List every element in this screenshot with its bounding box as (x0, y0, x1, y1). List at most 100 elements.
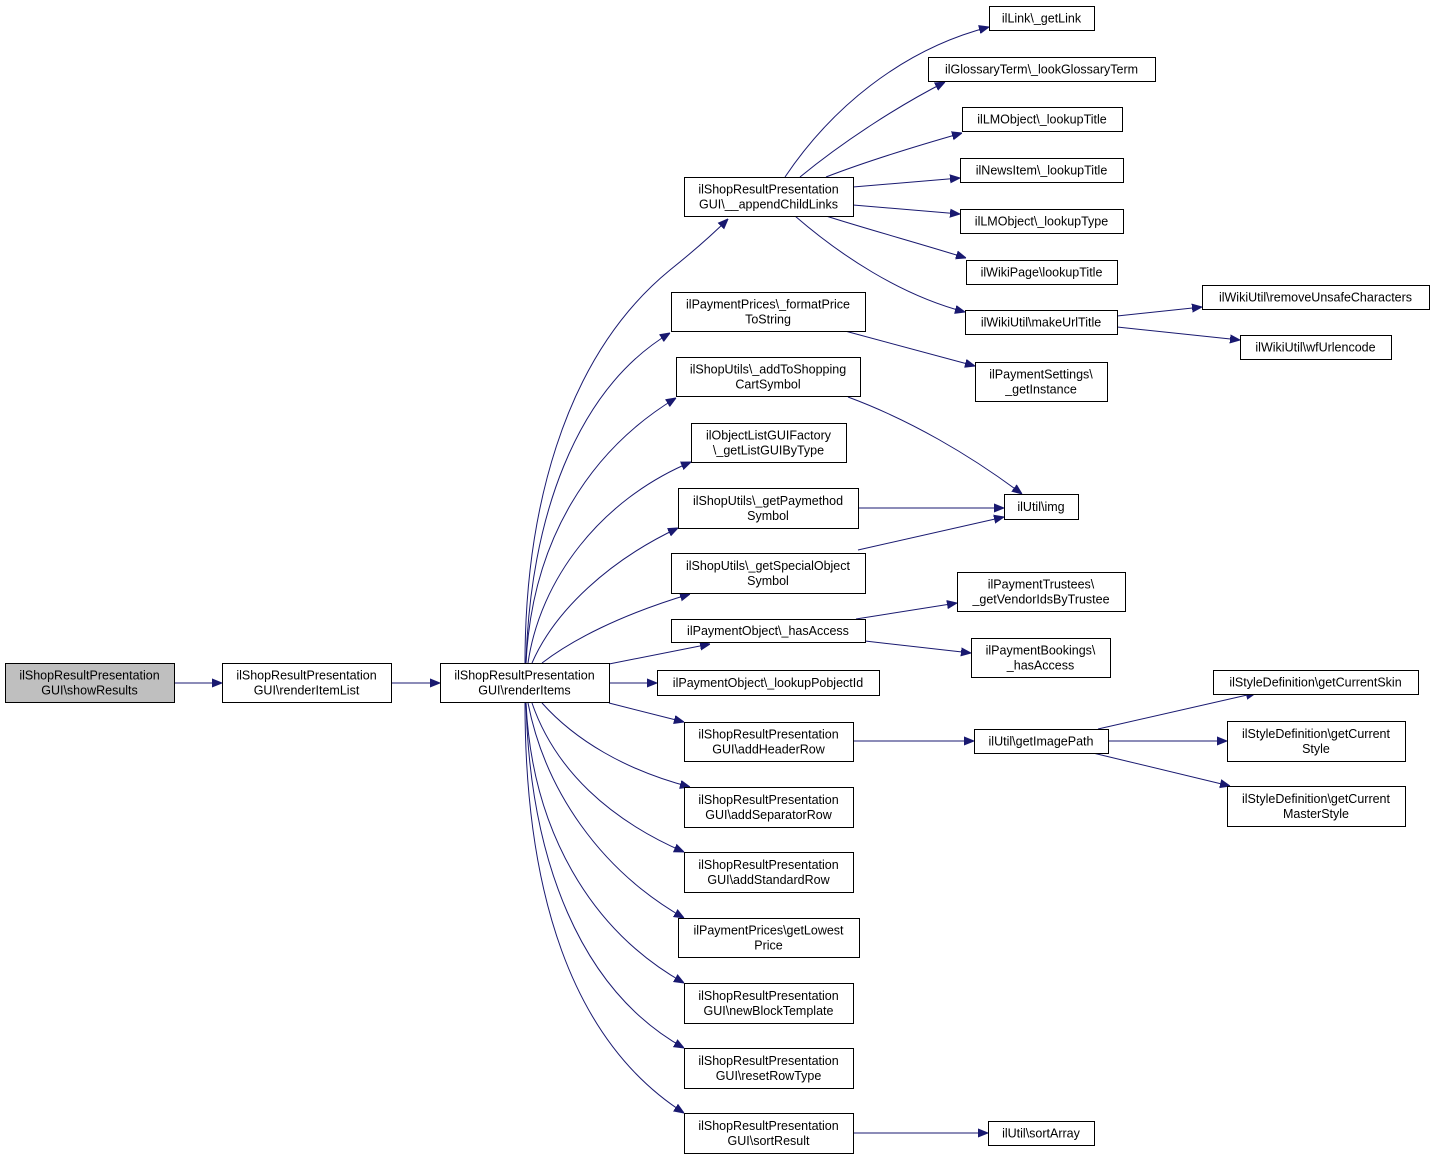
node-label: _getVendorIdsByTrustee (971, 593, 1109, 607)
node-label: ilShopResultPresentation (698, 793, 838, 807)
edge-renderItems-to-addHeaderRow (608, 702, 684, 722)
node-label: GUI\resetRowType (716, 1069, 822, 1083)
edge-appendChildLinks-to-wikiLookupTitle (825, 215, 966, 258)
node-label: GUI\addStandardRow (707, 873, 830, 887)
node-label: ilPaymentPrices\_formatPrice (686, 298, 850, 312)
node-paymentSettings[interactable]: ilPaymentSettings\_getInstance (975, 362, 1108, 402)
node-label: ilLMObject\_lookupTitle (977, 113, 1107, 127)
node-addStandardRow[interactable]: ilShopResultPresentationGUI\addStandardR… (684, 852, 854, 893)
node-label: GUI\renderItems (478, 684, 570, 698)
node-label: ToString (745, 313, 791, 327)
node-removeUnsafe[interactable]: ilWikiUtil\removeUnsafeCharacters (1202, 285, 1430, 310)
node-label: ilShopUtils\_getSpecialObject (686, 559, 851, 573)
edge-renderItems-to-getSpecialObject (541, 594, 690, 664)
node-label: ilShopUtils\_getPaymethod (693, 494, 843, 508)
node-box (1202, 285, 1430, 310)
edge-renderItems-to-addSeparatorRow (541, 702, 690, 787)
node-lookupPobjectId[interactable]: ilPaymentObject\_lookupPobjectId (657, 670, 880, 696)
node-label: MasterStyle (1283, 807, 1349, 821)
node-label: ilShopResultPresentation (698, 728, 838, 742)
node-box (671, 292, 866, 332)
node-wikiLookupTitle[interactable]: ilWikiPage\lookupTitle (966, 260, 1118, 285)
node-label: ilUtil\getImagePath (989, 735, 1094, 749)
edge-renderItems-to-sortResult (524, 702, 684, 1113)
node-bookings[interactable]: ilPaymentBookings\_hasAccess (971, 638, 1111, 678)
node-label: ilObjectListGUIFactory (706, 429, 832, 443)
node-label: ilPaymentSettings\ (989, 368, 1093, 382)
node-label: ilShopResultPresentation (698, 183, 838, 197)
node-img[interactable]: ilUtil\img (1004, 494, 1079, 520)
node-label: GUI\newBlockTemplate (704, 1004, 834, 1018)
edge-getImagePath-to-getCurrentSkin (1097, 693, 1256, 730)
node-label: ilShopResultPresentation (698, 989, 838, 1003)
node-label: ilWikiUtil\wfUrlencode (1255, 341, 1375, 355)
node-hasAccess[interactable]: ilPaymentObject\_hasAccess (671, 619, 866, 643)
node-label: \_getListGUIByType (713, 444, 824, 458)
edge-renderItems-to-hasAccess (608, 644, 710, 665)
node-appendChildLinks[interactable]: ilShopResultPresentationGUI\__appendChil… (684, 177, 854, 217)
node-lmLookupTitle[interactable]: ilLMObject\_lookupTitle (962, 107, 1123, 132)
node-label: CartSymbol (735, 378, 800, 392)
node-newsLookupTitle[interactable]: ilNewsItem\_lookupTitle (960, 158, 1124, 183)
node-getCurrentSkin[interactable]: ilStyleDefinition\getCurrentSkin (1213, 670, 1419, 695)
node-label: ilPaymentTrustees\ (988, 578, 1095, 592)
edge-appendChildLinks-to-lmLookupType (852, 204, 960, 214)
node-getListGUI[interactable]: ilObjectListGUIFactory\_getListGUIByType (691, 423, 847, 463)
node-box (975, 362, 1108, 402)
edge-appendChildLinks-to-newsLookupTitle (852, 178, 960, 188)
node-label: ilShopResultPresentation (454, 669, 594, 683)
node-label: ilShopResultPresentation (698, 1054, 838, 1068)
node-label: ilWikiUtil\makeUrlTitle (981, 316, 1101, 330)
edge-renderItems-to-appendChildLinks (524, 219, 728, 664)
node-box (678, 918, 860, 958)
node-label: Style (1302, 742, 1330, 756)
node-box (684, 787, 854, 828)
node-box (971, 638, 1111, 678)
node-box (974, 729, 1109, 754)
node-getImagePath[interactable]: ilUtil\getImagePath (974, 729, 1109, 754)
edge-appendChildLinks-to-lmLookupTitle (825, 133, 962, 178)
edge-addToShopping-to-img (847, 396, 1022, 494)
node-label: GUI\sortResult (728, 1134, 810, 1148)
node-newBlockTemplate[interactable]: ilShopResultPresentationGUI\newBlockTemp… (684, 983, 854, 1024)
node-box (657, 670, 880, 696)
node-label: ilStyleDefinition\getCurrent (1242, 727, 1391, 741)
node-label: Price (754, 939, 783, 953)
node-label: ilPaymentBookings\ (986, 644, 1096, 658)
node-label: GUI\addSeparatorRow (705, 808, 832, 822)
node-label: ilUtil\sortArray (1002, 1127, 1081, 1141)
edge-renderItems-to-resetRowType (525, 702, 684, 1048)
node-box (962, 107, 1123, 132)
edge-appendChildLinks-to-getLink (784, 27, 989, 178)
node-addSeparatorRow[interactable]: ilShopResultPresentationGUI\addSeparator… (684, 787, 854, 828)
node-box (222, 663, 392, 703)
node-lmLookupType[interactable]: ilLMObject\_lookupType (960, 209, 1124, 234)
edge-renderItems-to-addStandardRow (531, 702, 684, 852)
node-label: ilShopResultPresentation (698, 858, 838, 872)
node-renderItemList[interactable]: ilShopResultPresentationGUI\renderItemLi… (222, 663, 392, 703)
node-trustees[interactable]: ilPaymentTrustees\_getVendorIdsByTrustee (957, 572, 1126, 612)
node-box (684, 983, 854, 1024)
node-lookGlossaryTerm[interactable]: ilGlossaryTerm\_lookGlossaryTerm (928, 57, 1156, 82)
node-wfUrlencode[interactable]: ilWikiUtil\wfUrlencode (1240, 335, 1392, 360)
node-sortArray[interactable]: ilUtil\sortArray (988, 1121, 1095, 1146)
node-makeUrlTitle[interactable]: ilWikiUtil\makeUrlTitle (965, 310, 1118, 335)
edge-getSpecialObject-to-img (857, 517, 1004, 551)
node-label: ilStyleDefinition\getCurrent (1242, 792, 1391, 806)
node-box (957, 572, 1126, 612)
edge-renderItems-to-getListGUI (527, 462, 691, 664)
node-getLink[interactable]: ilLink\_getLink (989, 6, 1095, 31)
